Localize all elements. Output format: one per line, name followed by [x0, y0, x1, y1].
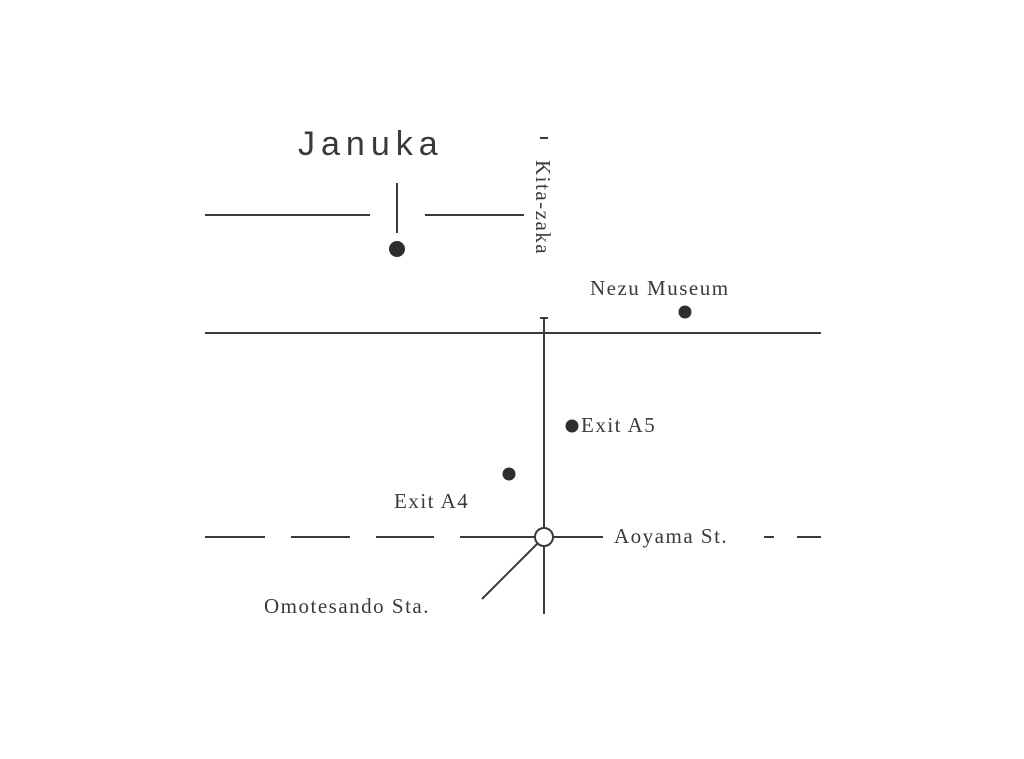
nezu-museum-label: Nezu Museum	[590, 276, 730, 300]
exit-a4-label: Exit A4	[394, 489, 469, 513]
station-label: Omotesando Sta.	[264, 594, 430, 618]
brand-name: Januka	[298, 125, 444, 163]
kita-zaka-label: Kita-zaka	[531, 160, 555, 255]
aoyama-st-label: Aoyama St.	[614, 524, 728, 548]
nezu-museum-marker	[678, 305, 692, 319]
exit-a4-marker	[502, 467, 516, 481]
station-leader-line	[481, 543, 538, 600]
exit-a5-marker	[565, 419, 579, 433]
station-marker	[534, 527, 554, 547]
shop-marker	[389, 241, 405, 257]
exit-a5-label: Exit A5	[581, 413, 656, 437]
